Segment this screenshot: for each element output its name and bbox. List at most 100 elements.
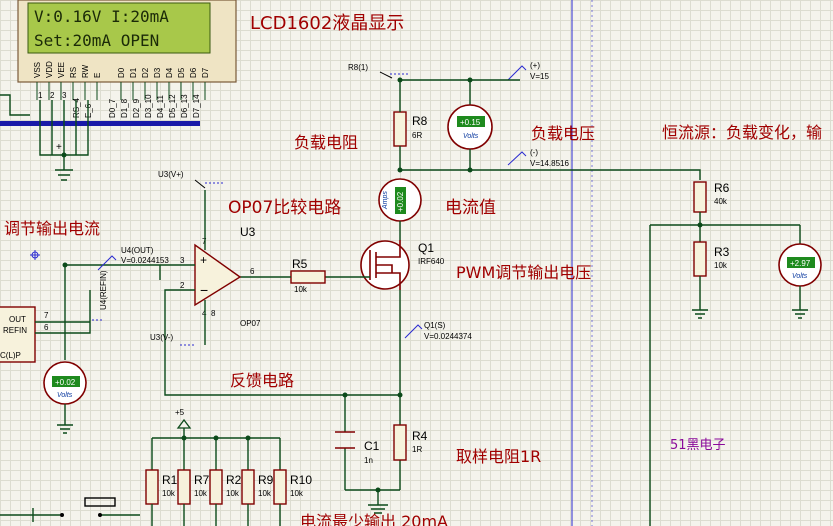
svg-text:V=14.8516: V=14.8516 bbox=[530, 159, 569, 168]
min-output-annotation: 电流最少输出 20mA bbox=[300, 512, 448, 526]
svg-text:R4: R4 bbox=[412, 429, 428, 443]
svg-text:R8: R8 bbox=[412, 114, 428, 128]
lcd-title-annotation: LCD1602液晶显示 bbox=[250, 13, 405, 34]
svg-text:1R: 1R bbox=[412, 445, 422, 454]
svg-text:R5: R5 bbox=[292, 257, 308, 271]
svg-text:+0.02: +0.02 bbox=[396, 191, 405, 212]
lcd-pin-d5: D5 bbox=[177, 67, 186, 78]
svg-text:OP07: OP07 bbox=[240, 319, 261, 328]
svg-text:V=15: V=15 bbox=[530, 72, 549, 81]
svg-text:6: 6 bbox=[250, 267, 255, 276]
brand-annotation: 51黑电子 bbox=[670, 438, 726, 453]
svg-text:U3(V+): U3(V+) bbox=[158, 170, 184, 179]
lcd-pin-vee: VEE bbox=[57, 62, 66, 78]
svg-text:40k: 40k bbox=[714, 197, 728, 206]
lcd-pin-d2: D2 bbox=[141, 67, 150, 78]
resistor-r9-ref: R9 bbox=[258, 473, 274, 487]
load-voltage-annotation: 负载电压 bbox=[531, 124, 596, 143]
resistor-r2 bbox=[209, 469, 223, 505]
svg-text:Q1: Q1 bbox=[418, 241, 434, 255]
svg-text:Amps: Amps bbox=[382, 191, 389, 210]
svg-text:(+): (+) bbox=[530, 61, 540, 70]
lcd-pin-d3: D3 bbox=[153, 67, 162, 78]
svg-text:V=0.0244153: V=0.0244153 bbox=[121, 256, 169, 265]
resistor-r10-ref: R10 bbox=[290, 473, 312, 487]
svg-text:R3: R3 bbox=[714, 245, 730, 259]
resistor-r1-ref: R1 bbox=[162, 473, 178, 487]
svg-text:2: 2 bbox=[180, 281, 185, 290]
lcd-pin-rw: RW bbox=[81, 64, 90, 78]
lcd-pin-d7: D7 bbox=[201, 67, 210, 78]
lcd-line1: V:0.16V I:20mA bbox=[34, 7, 169, 26]
svg-text:+0.15: +0.15 bbox=[460, 118, 481, 127]
svg-text:6R: 6R bbox=[412, 131, 422, 140]
lcd-pin-net-d3_10: D3_10 bbox=[144, 94, 153, 118]
lcd-pin-rs: RS bbox=[69, 67, 78, 78]
svg-text:OUT: OUT bbox=[9, 315, 26, 324]
svg-text:U4(OUT): U4(OUT) bbox=[121, 246, 154, 255]
svg-text:+: + bbox=[200, 253, 207, 267]
pwm-annotation: PWM调节输出电压 bbox=[456, 263, 592, 282]
sampling-annotation: 取样电阻1R bbox=[456, 447, 542, 466]
resistor-r7-value: 10k bbox=[194, 489, 208, 498]
resistor-r10-value: 10k bbox=[290, 489, 304, 498]
probe-r8-label: R8(1) bbox=[348, 63, 368, 72]
svg-text:(-): (-) bbox=[530, 148, 538, 157]
resistor-r9-value: 10k bbox=[258, 489, 272, 498]
resistor-r10 bbox=[273, 469, 287, 505]
lcd-pin-d6: D6 bbox=[189, 67, 198, 78]
svg-text:10k: 10k bbox=[294, 285, 308, 294]
svg-text:U3: U3 bbox=[240, 225, 256, 239]
svg-text:V=0.0244374: V=0.0244374 bbox=[424, 332, 472, 341]
svg-text:−: − bbox=[200, 282, 208, 298]
lcd-pin-vss: VSS bbox=[33, 62, 42, 78]
lcd-pin-net-d5_12: D5_12 bbox=[168, 94, 177, 118]
svg-text:R6: R6 bbox=[714, 181, 730, 195]
resistor-r1 bbox=[145, 469, 159, 505]
resistor-r4 bbox=[393, 424, 407, 461]
resistor-r5 bbox=[290, 270, 326, 284]
lcd-pin-d4: D4 bbox=[165, 67, 174, 78]
resistor-r6 bbox=[693, 181, 707, 213]
svg-text:+0.02: +0.02 bbox=[55, 378, 76, 387]
resistor-r1-value: 10k bbox=[162, 489, 176, 498]
lcd-pin-net-d4_11: D4_11 bbox=[156, 94, 165, 118]
svg-text:U3(V-): U3(V-) bbox=[150, 333, 173, 342]
adjust-output-annotation: 调节输出电流 bbox=[4, 219, 101, 238]
svg-text:7: 7 bbox=[44, 311, 49, 320]
svg-text:IRF640: IRF640 bbox=[418, 257, 445, 266]
svg-text:REFIN: REFIN bbox=[3, 326, 27, 335]
svg-text:Q1(S): Q1(S) bbox=[424, 321, 446, 330]
resistor-r2-ref: R2 bbox=[226, 473, 242, 487]
current-value-annotation: 电流值 bbox=[445, 198, 496, 218]
resistor-r8 bbox=[393, 111, 407, 147]
lcd-pin-number-3: 3 bbox=[62, 91, 67, 100]
feedback-annotation: 反馈电路 bbox=[230, 371, 295, 390]
svg-text:+2.97: +2.97 bbox=[790, 259, 811, 268]
lcd-pin-number-2: 2 bbox=[50, 91, 55, 100]
load-resistor-annotation: 负载电阻 bbox=[294, 133, 359, 152]
svg-text:Volts: Volts bbox=[463, 133, 479, 140]
lcd-pin-net-d1_8: D1_8 bbox=[120, 98, 129, 118]
constant-source-annotation: 恒流源：负载变化，输 bbox=[662, 123, 823, 142]
svg-text:6: 6 bbox=[44, 323, 49, 332]
lcd-pin-net-d0_7: D0_7 bbox=[108, 98, 117, 118]
svg-text:Volts: Volts bbox=[57, 392, 73, 399]
svg-text:C1: C1 bbox=[364, 439, 380, 453]
svg-text:U4(REFIN): U4(REFIN) bbox=[99, 270, 108, 310]
data-bus bbox=[0, 121, 200, 126]
opamp-u3 bbox=[194, 243, 242, 307]
svg-text:1n: 1n bbox=[364, 456, 373, 465]
lcd-pin-e: E bbox=[93, 73, 102, 78]
svg-text:+: + bbox=[56, 142, 62, 153]
svg-text:C(L)P: C(L)P bbox=[0, 351, 21, 360]
svg-text:+5: +5 bbox=[175, 408, 185, 417]
svg-text:Volts: Volts bbox=[792, 273, 808, 280]
lcd-pin-net-d2_9: D2_9 bbox=[132, 98, 141, 118]
resistor-r3 bbox=[693, 241, 707, 277]
lcd-pin-vdd: VDD bbox=[45, 61, 54, 78]
